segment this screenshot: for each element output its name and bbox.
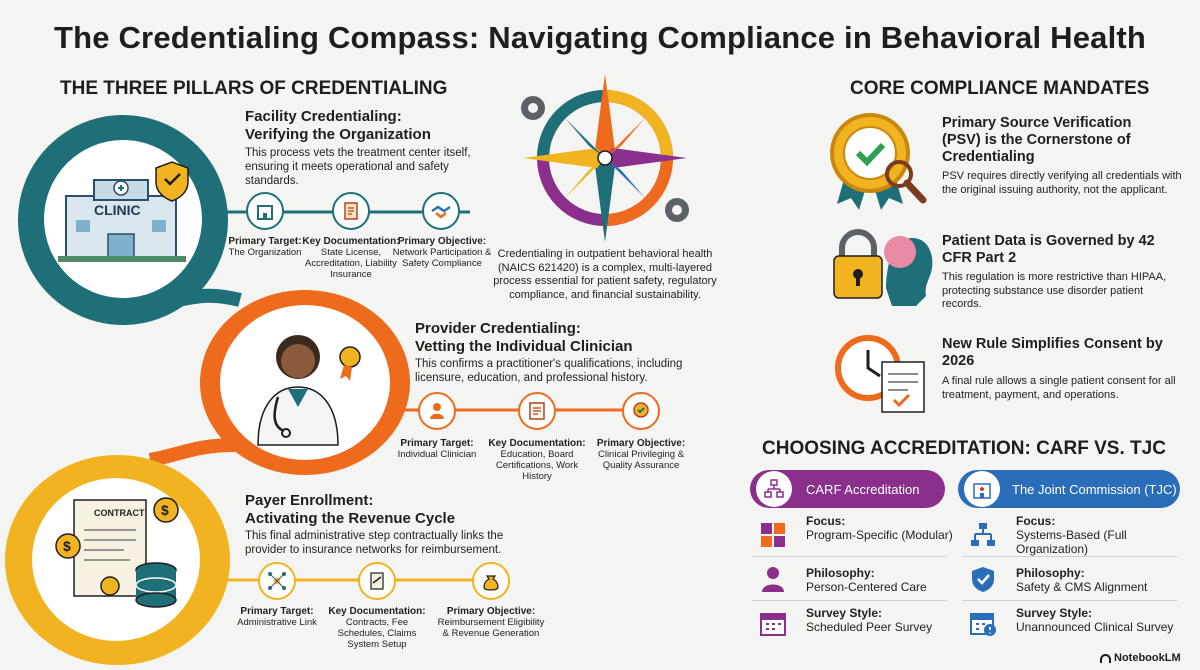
facility-title: Facility Credentialing: Verifying the Or… bbox=[245, 108, 431, 144]
svg-text:$: $ bbox=[161, 502, 169, 518]
person-icon bbox=[418, 392, 456, 430]
provider-circle bbox=[220, 305, 390, 460]
facility-item-0: Primary Target:The Organization bbox=[228, 236, 302, 258]
facility-item-2: Primary Objective:Network Participation … bbox=[392, 236, 492, 269]
hospital-icon bbox=[964, 471, 1000, 507]
network-icon bbox=[258, 562, 296, 600]
tjc-name: The Joint Commission (TJC) bbox=[1012, 481, 1177, 497]
mandate-1-title: Patient Data is Governed by 42 CFR Part … bbox=[942, 233, 1155, 266]
carf-divider-1 bbox=[752, 556, 947, 557]
contract-money-icon: $ $ bbox=[55, 497, 179, 608]
person-icon bbox=[758, 564, 788, 594]
carf-row-2: Survey Style:Scheduled Peer Survey bbox=[806, 606, 933, 634]
payer-item-2: Primary Objective:Reimbursement Eligibil… bbox=[437, 606, 545, 639]
carf-row-1: Philosophy:Person-Centered Care bbox=[806, 566, 927, 594]
facility-title-line1: Facility Credentialing: bbox=[245, 108, 402, 125]
tjc-row-1: Philosophy:Safety & CMS Alignment bbox=[1016, 566, 1148, 594]
payer-circle: $ $ CONTRACT bbox=[32, 478, 200, 641]
tjc-row-2: Survey Style:Unannounced Clinical Survey bbox=[1016, 606, 1174, 634]
tjc-header: The Joint Commission (TJC) bbox=[958, 470, 1180, 508]
page-title: The Credentialing Compass: Navigating Co… bbox=[53, 20, 1147, 55]
mandates-heading: CORE COMPLIANCE MANDATES bbox=[850, 78, 1150, 99]
calendar-alert-icon bbox=[968, 608, 998, 638]
handshake-icon bbox=[422, 192, 460, 230]
clinician-icon bbox=[257, 335, 361, 446]
accreditation-heading: CHOOSING ACCREDITATION: CARF VS. TJC bbox=[762, 438, 1166, 459]
provider-item-2: Primary Objective:Clinical Privileging &… bbox=[596, 438, 686, 471]
building-icon bbox=[246, 192, 284, 230]
mandate-0-text: PSV requires directly verifying all cred… bbox=[942, 170, 1182, 196]
contract-icon bbox=[358, 562, 396, 600]
payer-title-line2: Activating the Revenue Cycle bbox=[245, 510, 456, 527]
payer-item-0: Primary Target:Administrative Link bbox=[237, 606, 317, 628]
facility-description: This process vets the treatment center i… bbox=[245, 147, 471, 187]
shield-check-icon bbox=[968, 564, 998, 594]
mandate-2-title: New Rule Simplifies Consent by 2026 bbox=[942, 336, 1163, 369]
facility-circle: CLINIC bbox=[44, 140, 202, 298]
payer-item-1: Key Documentation:Contracts, Fee Schedul… bbox=[328, 606, 426, 650]
puzzle-icon bbox=[758, 520, 788, 550]
clinic-building-icon bbox=[58, 161, 189, 262]
mandate-2-text: A final rule allows a single patient con… bbox=[942, 375, 1176, 401]
provider-title-line1: Provider Credentialing: bbox=[415, 320, 581, 337]
facility-item-1: Key Documentation:State License, Accredi… bbox=[302, 236, 400, 280]
notebooklm-logo-icon bbox=[1100, 653, 1111, 663]
compass-description: Credentialing in outpatient behavioral h… bbox=[493, 248, 717, 301]
badge-icon bbox=[622, 392, 660, 430]
document-icon bbox=[332, 192, 370, 230]
tjc-divider-1 bbox=[962, 556, 1177, 557]
contract-label: CONTRACT bbox=[94, 508, 145, 518]
lock-brain-icon bbox=[833, 229, 933, 306]
provider-title-line2: Vetting the Individual Clinician bbox=[415, 338, 633, 355]
carf-divider-2 bbox=[752, 600, 947, 601]
org-chart-icon bbox=[756, 471, 792, 507]
org-chart-icon bbox=[968, 520, 998, 550]
provider-description: This confirms a practitioner's qualifica… bbox=[415, 358, 683, 384]
facility-title-line2: Verifying the Organization bbox=[245, 126, 431, 143]
brand-label: NotebookLM bbox=[1114, 652, 1181, 664]
svg-text:$: $ bbox=[63, 538, 71, 554]
mandate-0-title: Primary Source Verification (PSV) is the… bbox=[942, 115, 1132, 165]
provider-item-0: Primary Target:Individual Clinician bbox=[397, 438, 477, 460]
payer-description: This final administrative step contractu… bbox=[245, 530, 504, 556]
verified-seal-icon bbox=[830, 113, 927, 210]
certificate-icon bbox=[518, 392, 556, 430]
provider-title: Provider Credentialing: Vetting the Indi… bbox=[415, 320, 633, 356]
pillars-heading: THE THREE PILLARS OF CREDENTIALING bbox=[60, 78, 448, 99]
payer-title-line1: Payer Enrollment: bbox=[245, 492, 374, 509]
clock-document-icon bbox=[835, 335, 925, 413]
mandate-1-text: This regulation is more restrictive than… bbox=[942, 271, 1167, 310]
tjc-divider-2 bbox=[962, 600, 1177, 601]
provider-item-1: Key Documentation:Education, Board Certi… bbox=[488, 438, 586, 482]
carf-row-0: Focus:Program-Specific (Modular) bbox=[806, 514, 953, 542]
clinic-sign: CLINIC bbox=[94, 202, 141, 218]
compass-icon bbox=[521, 74, 689, 242]
carf-header: CARF Accreditation bbox=[750, 470, 945, 508]
payer-title: Payer Enrollment: Activating the Revenue… bbox=[245, 492, 455, 528]
brand: NotebookLM bbox=[1100, 652, 1181, 664]
money-bag-icon bbox=[472, 562, 510, 600]
tjc-row-0: Focus:Systems-Based (Full Organization) bbox=[1016, 514, 1127, 556]
carf-name: CARF Accreditation bbox=[806, 481, 920, 497]
calendar-icon bbox=[758, 608, 788, 638]
